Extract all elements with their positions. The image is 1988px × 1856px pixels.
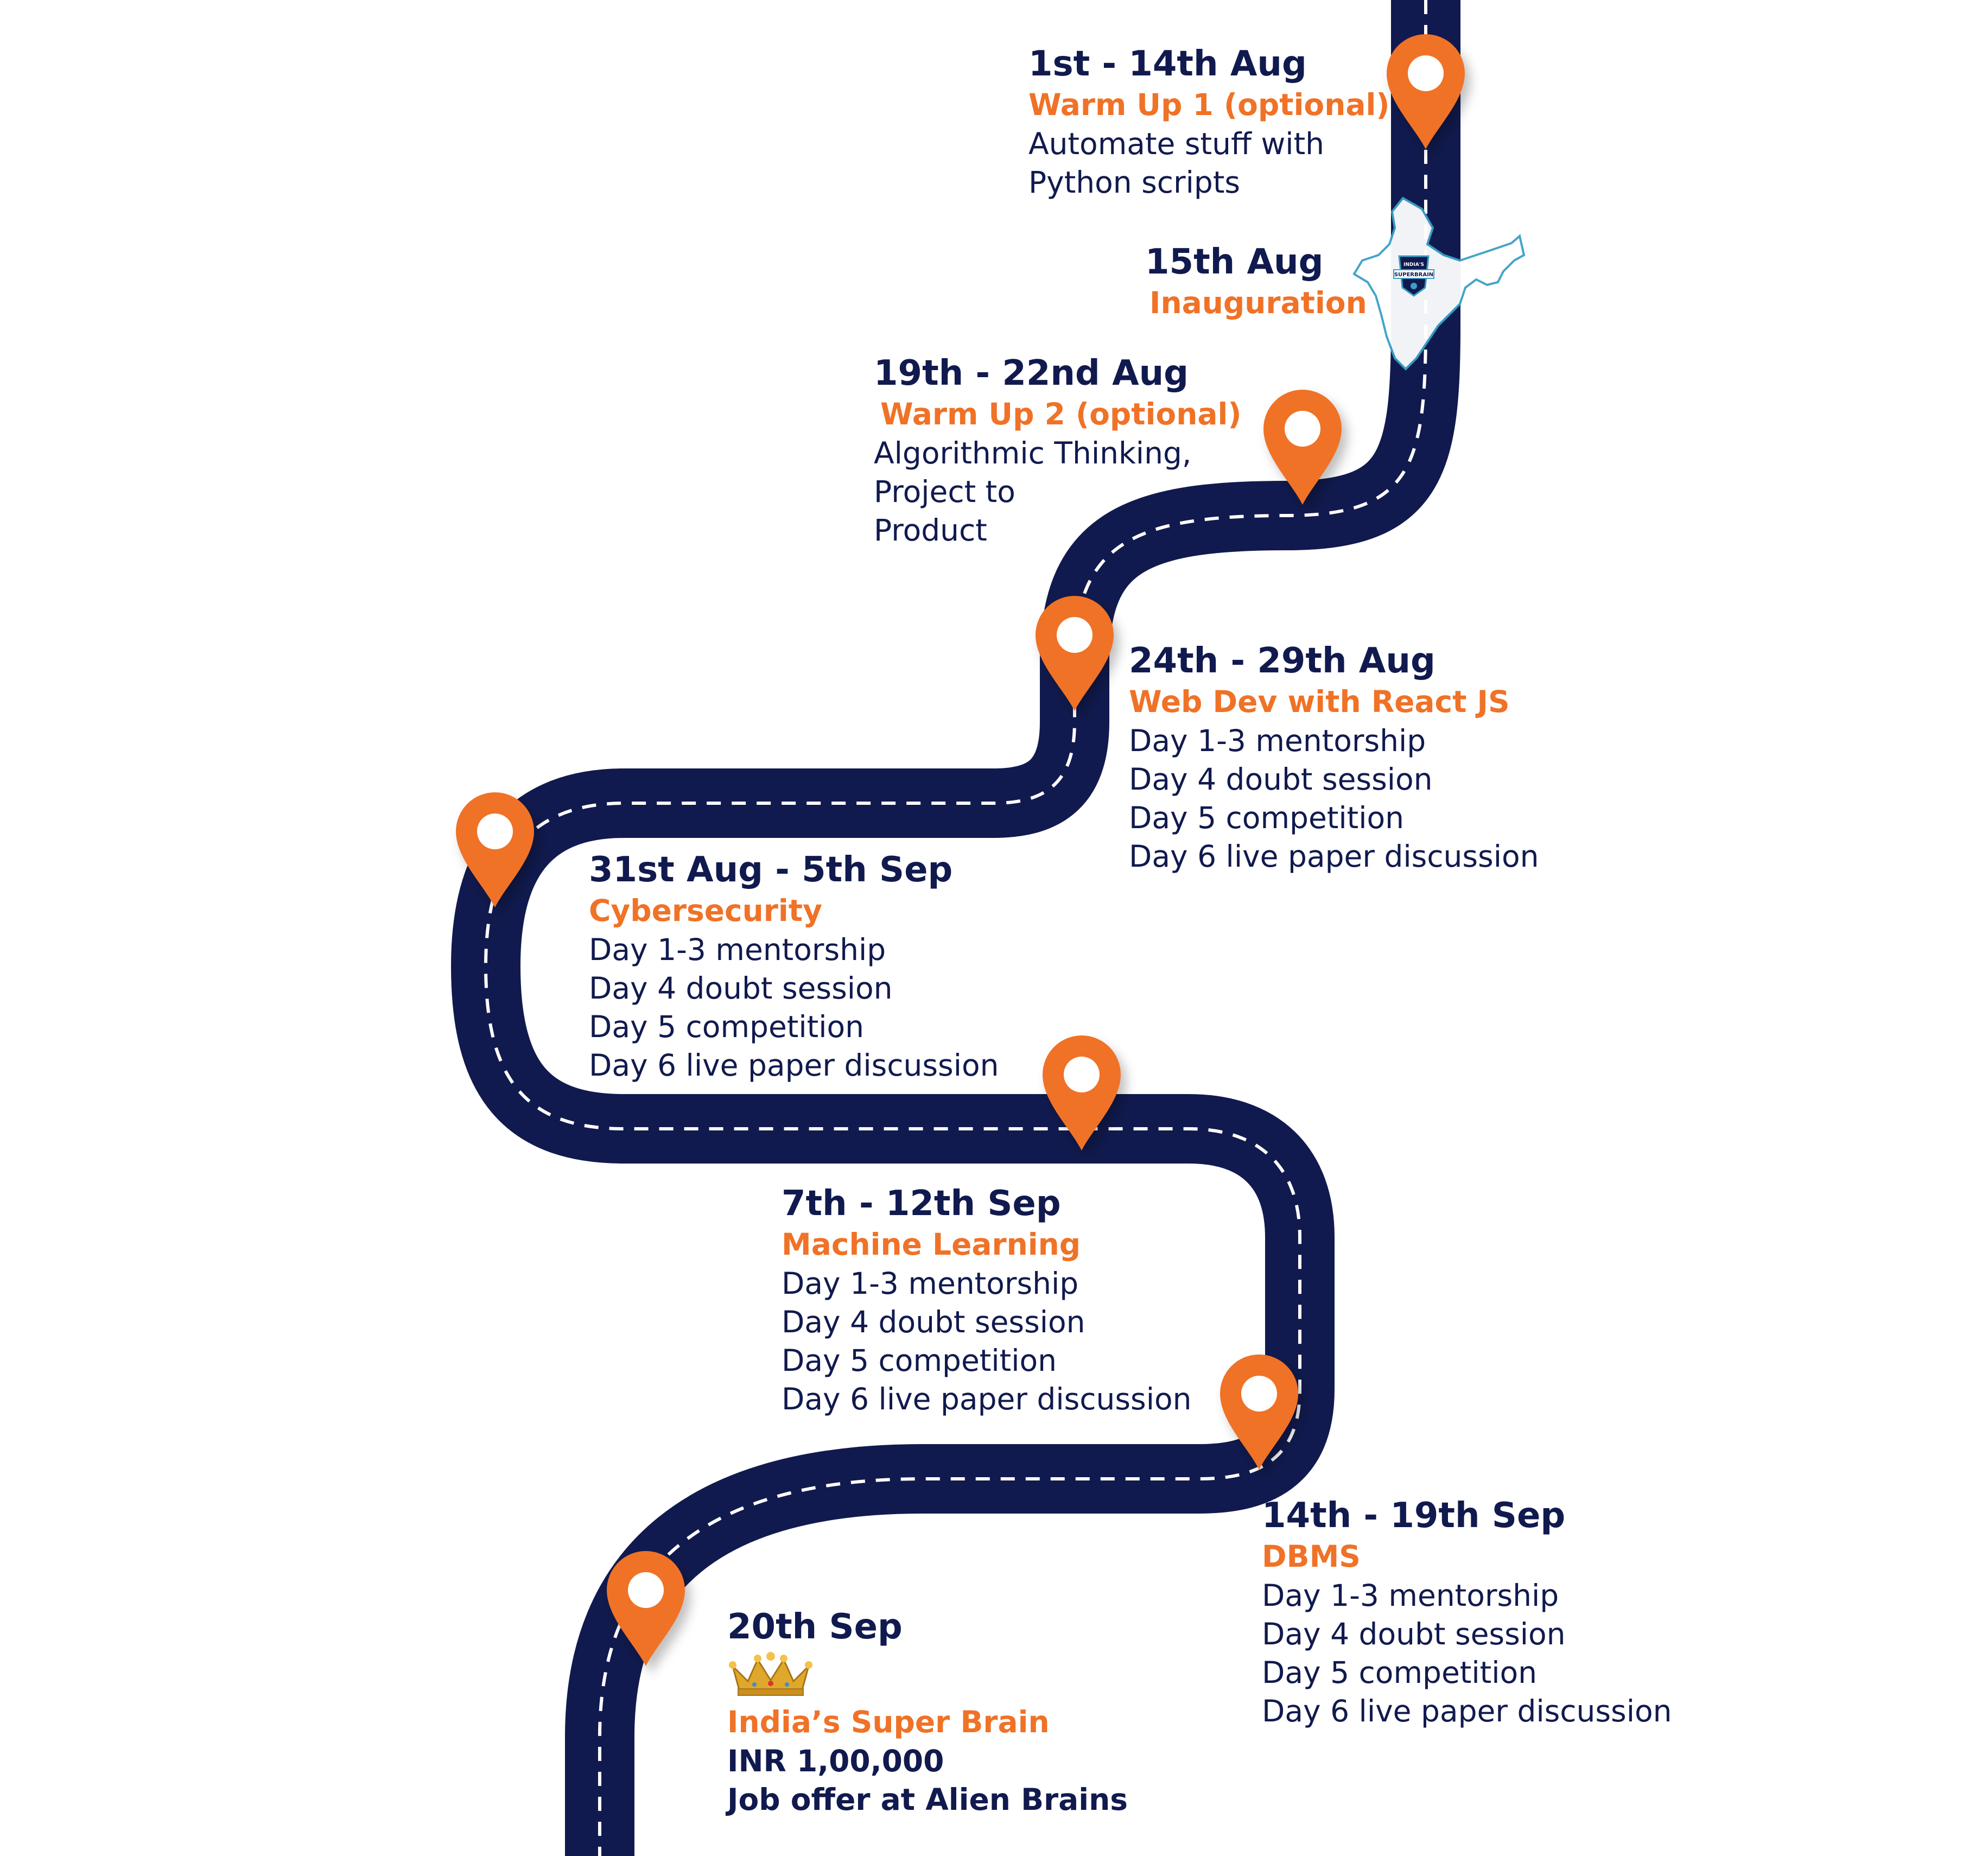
entry-topic: Cybersecurity [589, 893, 822, 928]
entry-date: 31st Aug - 5th Sep [589, 850, 953, 890]
entry-topic: Inauguration [1149, 285, 1367, 320]
crown-icon [729, 1652, 812, 1696]
entry-line: Algorithmic Thinking, [874, 436, 1192, 471]
location-pin-icon [1387, 34, 1465, 149]
entry-line: Day 4 doubt session [1129, 762, 1433, 797]
prize-job-offer: Job offer at Alien Brains [727, 1782, 1128, 1817]
location-pin-icon [1263, 390, 1342, 505]
timeline-entry-final: 20th Sep India’s Super Brain INR 1,00,00… [727, 1606, 1128, 1819]
entry-topic: DBMS [1262, 1539, 1361, 1574]
svg-text:SUPERBRAIN: SUPERBRAIN [1394, 272, 1433, 278]
entry-date: 20th Sep [727, 1607, 903, 1647]
entry-line: Day 6 live paper discussion [782, 1382, 1192, 1416]
entry-topic: Machine Learning [782, 1227, 1081, 1262]
location-pin-icon [1220, 1354, 1299, 1470]
svg-text:INDIA'S: INDIA'S [1403, 262, 1424, 268]
entry-date: 24th - 29th Aug [1129, 641, 1436, 681]
location-pin-icon [607, 1551, 685, 1666]
timeline-entry-warmup-1: 1st - 14th Aug Warm Up 1 (optional) Auto… [1028, 43, 1389, 202]
entry-date: 14th - 19th Sep [1262, 1496, 1566, 1536]
india-map-icon: INDIA'S SUPERBRAIN [1352, 196, 1526, 371]
timeline-entry-machine-learning: 7th - 12th Sep Machine Learning Day 1-3 … [782, 1183, 1192, 1419]
entry-topic: Web Dev with React JS [1129, 684, 1510, 719]
entry-line: Product [874, 513, 987, 548]
location-pin-icon [456, 792, 534, 907]
entry-line: Day 5 competition [1262, 1655, 1537, 1690]
entry-line: Day 4 doubt session [1262, 1617, 1566, 1651]
timeline-entry-cybersecurity: 31st Aug - 5th Sep Cybersecurity Day 1-3… [589, 849, 999, 1085]
location-pin-icon [1036, 596, 1114, 711]
entry-line: Day 5 competition [782, 1343, 1057, 1378]
location-pin-icon [1043, 1035, 1121, 1151]
entry-topic: India’s Super Brain [727, 1705, 1050, 1739]
entry-line: Day 5 competition [1129, 800, 1404, 835]
timeline-entry-inauguration: 15th Aug Inauguration [1145, 241, 1367, 323]
entry-date: 15th Aug [1145, 242, 1324, 282]
entry-line: Day 1-3 mentorship [1129, 723, 1426, 758]
entry-line: Day 4 doubt session [589, 971, 893, 1006]
entry-date: 19th - 22nd Aug [874, 353, 1189, 393]
timeline-entry-warmup-2: 19th - 22nd Aug Warm Up 2 (optional) Alg… [874, 353, 1241, 550]
timeline-entry-dbms: 14th - 19th Sep DBMS Day 1-3 mentorship … [1262, 1495, 1672, 1731]
entry-line: Day 1-3 mentorship [1262, 1578, 1559, 1613]
entry-line: Day 1-3 mentorship [782, 1266, 1079, 1301]
entry-line: Day 6 live paper discussion [589, 1048, 999, 1083]
entry-line: Automate stuff with [1028, 126, 1325, 161]
superbrain-logo: INDIA'S SUPERBRAIN [1393, 255, 1434, 297]
entry-line: Day 1-3 mentorship [589, 932, 886, 967]
road-center-dashes [484, 0, 1427, 1856]
entry-date: 1st - 14th Aug [1028, 44, 1307, 84]
entry-line: Day 4 doubt session [782, 1305, 1085, 1339]
timeline-entry-web-dev: 24th - 29th Aug Web Dev with React JS Da… [1129, 640, 1539, 876]
entry-topic: Warm Up 2 (optional) [880, 397, 1242, 431]
entry-date: 7th - 12th Sep [782, 1184, 1061, 1224]
entry-line: Project to [874, 474, 1015, 509]
entry-line: Day 5 competition [589, 1009, 864, 1044]
prize-amount: INR 1,00,000 [727, 1744, 944, 1778]
entry-line: Day 6 live paper discussion [1262, 1694, 1672, 1728]
entry-line: Python scripts [1028, 165, 1241, 200]
entry-line: Day 6 live paper discussion [1129, 839, 1539, 874]
entry-topic: Warm Up 1 (optional) [1028, 87, 1390, 122]
location-pins [456, 34, 1465, 1666]
